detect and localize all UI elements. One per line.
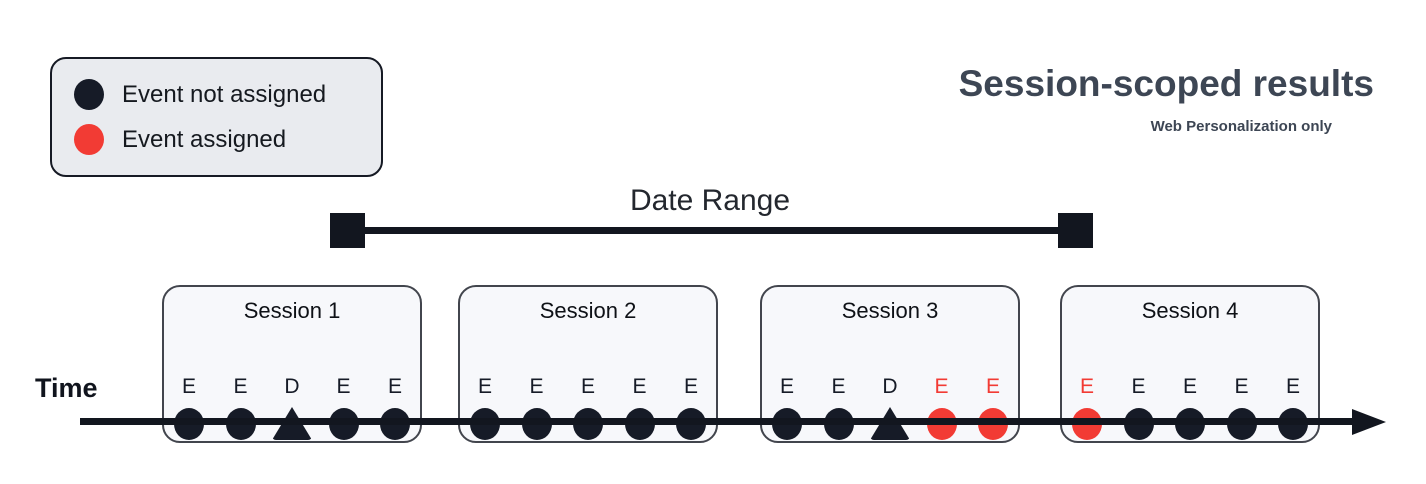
date-range-end-cap: [1058, 213, 1093, 248]
event: E: [1066, 376, 1108, 440]
event-label: E: [529, 375, 544, 398]
event-label: E: [683, 375, 698, 398]
page-title: Session-scoped results: [958, 63, 1374, 104]
session-title: Session 3: [841, 298, 939, 323]
event-label: E: [1285, 375, 1300, 398]
event: E: [516, 376, 558, 440]
session-box-1: Session 1 E E D E E: [162, 285, 422, 443]
event-label: E: [580, 375, 595, 398]
page-subtitle: Web Personalization only: [1150, 118, 1332, 135]
date-range-line: [340, 227, 1085, 234]
date-range-label: Date Range: [629, 184, 791, 217]
event-assigned-circle-icon: [74, 124, 104, 155]
event-label: E: [985, 375, 1000, 398]
event: E: [972, 376, 1014, 440]
event: E: [464, 376, 506, 440]
event: E: [1169, 376, 1211, 440]
event-label: E: [336, 375, 351, 398]
event-label: E: [831, 375, 846, 398]
session-title: Session 2: [539, 298, 637, 323]
event-label: E: [779, 375, 794, 398]
event: E: [670, 376, 712, 440]
session-box-2: Session 2 E E E E E: [458, 285, 718, 443]
event: E: [567, 376, 609, 440]
event: E: [374, 376, 416, 440]
time-axis-label: Time: [35, 373, 98, 403]
event: E: [921, 376, 963, 440]
session-title: Session 4: [1141, 298, 1239, 323]
event: E: [1272, 376, 1314, 440]
timeline-arrowhead-icon: [1352, 409, 1386, 435]
session-box-3: Session 3 E E D E E: [760, 285, 1020, 443]
event: E: [766, 376, 808, 440]
event: E: [220, 376, 262, 440]
event: D: [271, 376, 313, 440]
event-label: E: [181, 375, 196, 398]
event: E: [1221, 376, 1263, 440]
session-events: E E E E E: [464, 376, 712, 440]
event-label: E: [233, 375, 248, 398]
event-label: E: [1079, 375, 1094, 398]
legend-item-not-assigned: Event not assigned: [74, 79, 359, 110]
session-events: E E E E E: [1066, 376, 1314, 440]
event-not-assigned-circle-icon: [74, 79, 104, 110]
event: E: [619, 376, 661, 440]
date-range-start-cap: [330, 213, 365, 248]
event: E: [1118, 376, 1160, 440]
event-label: D: [882, 375, 898, 398]
event-label: E: [1182, 375, 1197, 398]
legend-item-assigned: Event assigned: [74, 124, 359, 155]
event-label: E: [387, 375, 402, 398]
session-title: Session 1: [243, 298, 341, 323]
session-events: E E D E E: [168, 376, 416, 440]
event: E: [818, 376, 860, 440]
legend: Event not assigned Event assigned: [50, 57, 383, 177]
event: E: [323, 376, 365, 440]
event-label: E: [1234, 375, 1249, 398]
event-label: E: [1131, 375, 1146, 398]
event: D: [869, 376, 911, 440]
legend-label: Event not assigned: [122, 80, 327, 108]
event-label: E: [632, 375, 647, 398]
timeline-axis: [80, 418, 1356, 425]
session-events: E E D E E: [766, 376, 1014, 440]
event: E: [168, 376, 210, 440]
event-label: E: [934, 375, 949, 398]
legend-label: Event assigned: [122, 125, 287, 153]
event-label: E: [477, 375, 492, 398]
session-box-4: Session 4 E E E E E: [1060, 285, 1320, 443]
event-label: D: [284, 375, 300, 398]
